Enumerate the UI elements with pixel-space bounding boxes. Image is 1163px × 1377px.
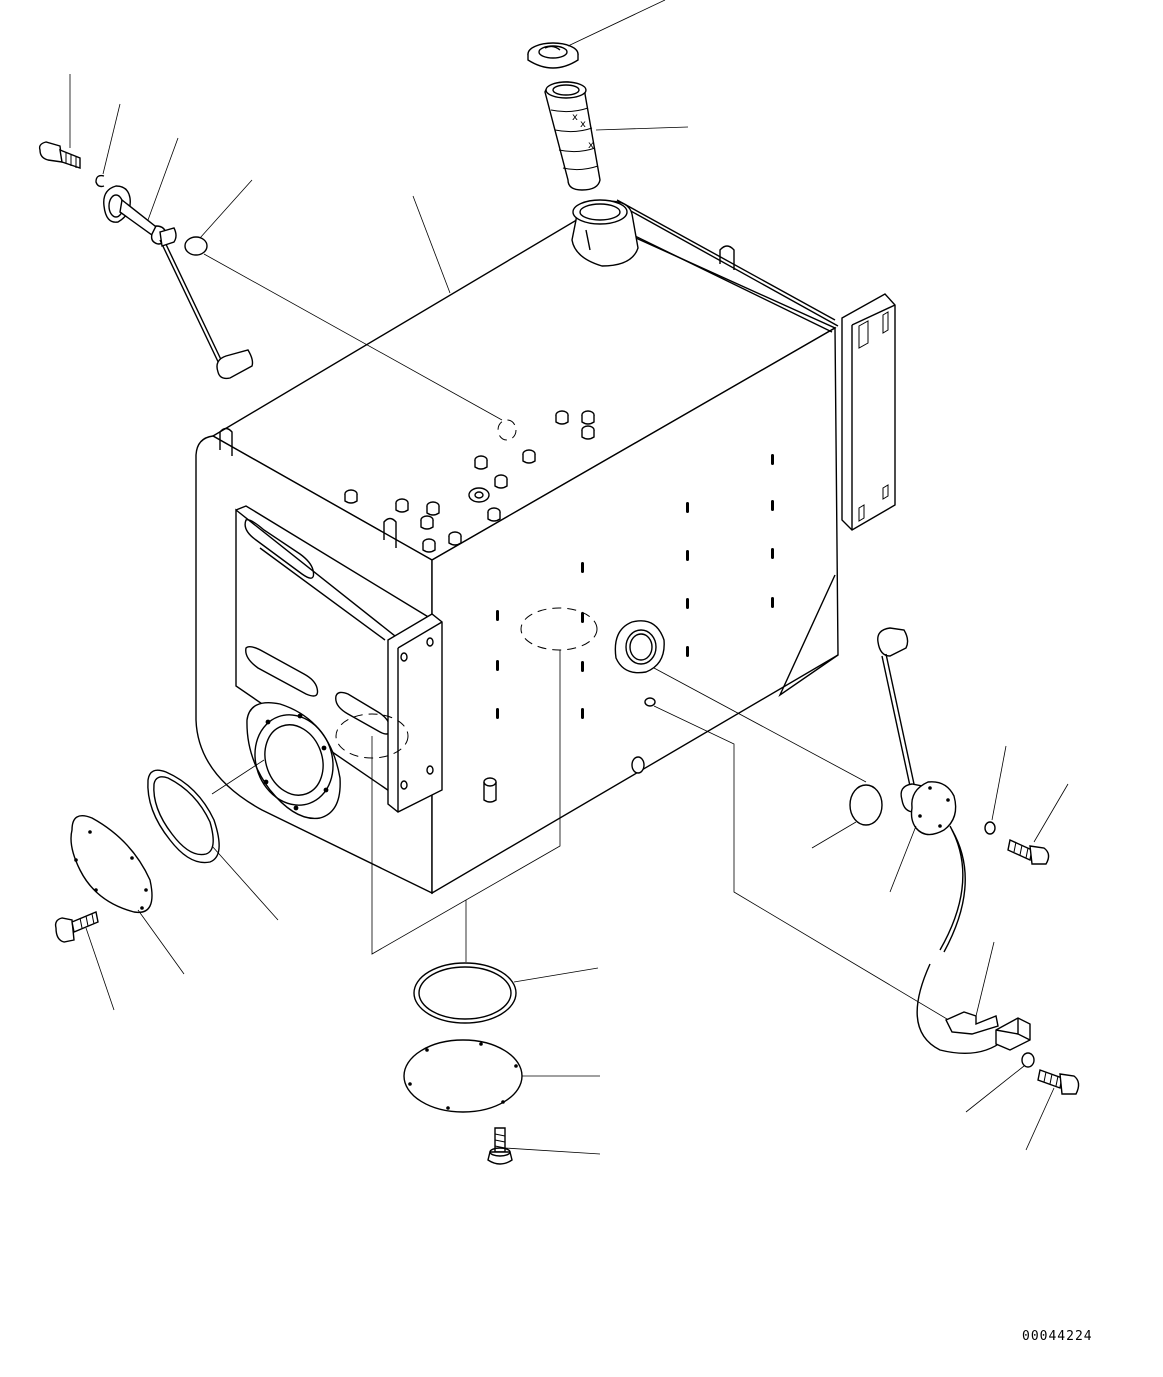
svg-text:x: x [572,112,578,123]
leader-line-gasket-tl [200,180,252,238]
leader-line-front-cover [138,910,184,974]
gasket-right[interactable] [850,785,882,825]
phantom-line-right-harness [654,706,952,1022]
top-face-bosses [345,411,594,552]
level-gauge-top-left[interactable] [104,186,253,378]
leader-line-strainer [596,127,688,130]
filler-cap[interactable] [528,43,578,68]
leader-line-bolt-fl [86,928,114,1010]
bottom-cover-opening [521,608,597,650]
gasket-top-left[interactable] [185,237,207,255]
sensor-port-boss [484,621,664,802]
leader-line-bottom-oring [514,968,598,982]
phantom-line-front [212,760,264,794]
bolt-right-lower[interactable] [1038,1070,1079,1094]
leader-line-cap [568,0,665,46]
connector-bracket[interactable] [946,1012,1030,1050]
leader-line-gauge-tl [148,138,178,220]
phantom-line-gauge-tl [204,254,502,420]
filler-neck [572,200,638,266]
filler-strainer[interactable]: x x x [545,82,600,190]
leader-line-washer-tl [103,104,120,174]
level-gauge-right[interactable] [878,628,1004,1053]
bolt-right-upper[interactable] [1008,840,1049,864]
front-cover-plate[interactable] [71,816,152,913]
leader-line-bolt-ru [1034,784,1068,842]
phantom-line-right-gasket [654,668,866,782]
washer-right-upper[interactable] [985,822,995,834]
leader-line-front-oring [212,846,278,920]
front-flange-port [243,703,346,819]
bolt-bottom[interactable] [488,1128,512,1164]
front-oring[interactable] [148,770,219,862]
drawing-number: 00044224 [1022,1329,1093,1344]
leader-line-gauge-right [890,826,916,892]
leader-line-gasket-right [812,822,856,848]
bolt-top-left[interactable] [40,142,80,168]
bottom-cover-plate[interactable] [404,1040,522,1112]
front-mounting-bracket [388,614,442,812]
right-face-slots[interactable] [496,454,774,719]
washer-right-lower[interactable] [1022,1053,1034,1067]
top-mounting-strap [598,200,838,332]
leader-line-washer-rl [966,1066,1024,1112]
leader-line-bracket [976,942,994,1016]
svg-text:x: x [580,119,586,130]
bolt-front-left[interactable] [56,912,98,942]
right-mounting-bracket [842,294,895,530]
leader-line-tank [413,196,450,293]
svg-text:x: x [588,140,594,151]
bottom-oring[interactable] [414,963,516,1023]
leader-line-washer-ru [992,746,1006,820]
washer-top-left[interactable] [96,176,104,187]
leader-line-bolt-bottom [505,1148,600,1154]
leader-line-bolt-rl [1026,1088,1054,1150]
bottom-oring-inner [419,967,511,1019]
